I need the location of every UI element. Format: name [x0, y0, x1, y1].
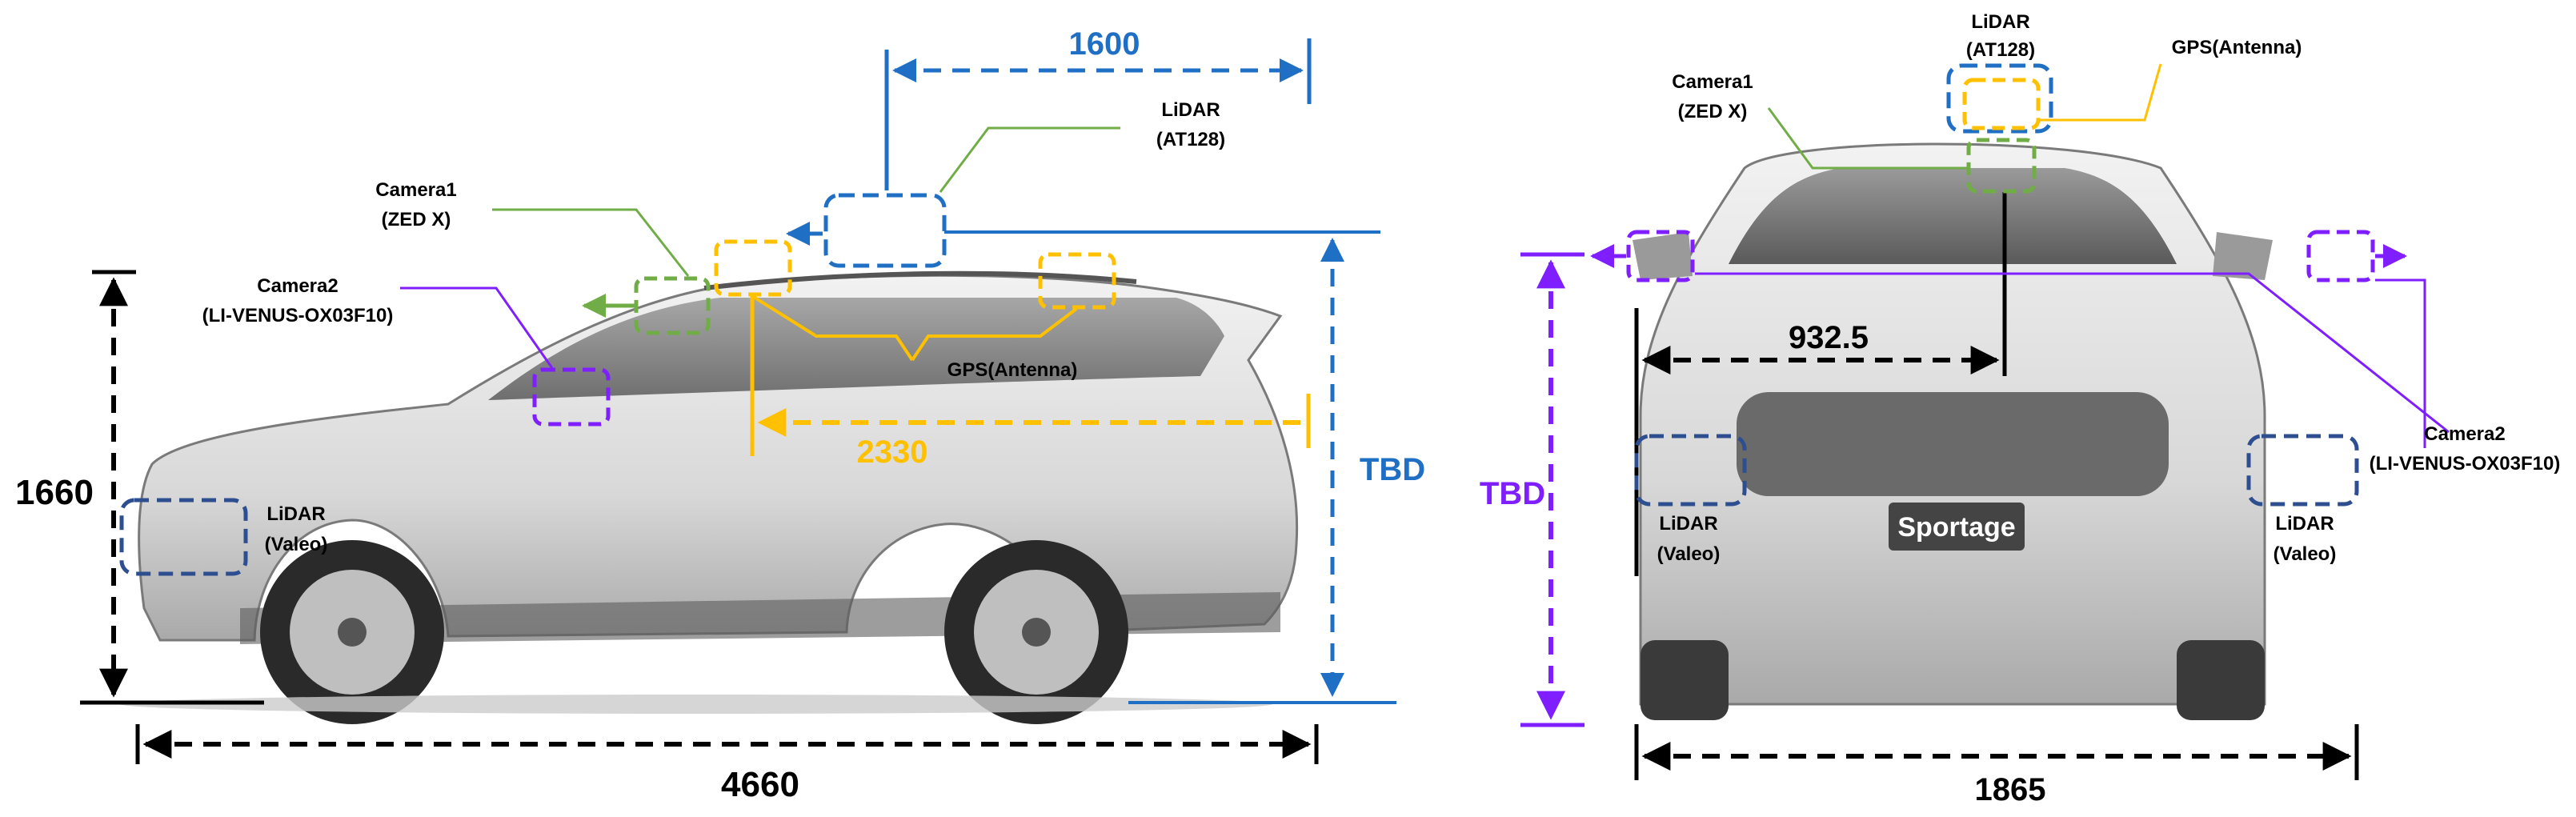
front-car-badge-text: Sportage: [1897, 512, 2015, 543]
side-car-front-wheel: [260, 540, 444, 724]
front-car-left-mirror: [1633, 232, 1693, 280]
front-camera1-label-2: (ZED X): [1678, 101, 1748, 122]
front-gps-label: GPS(Antenna): [2172, 37, 2302, 58]
side-camera2-label-2: (LI-VENUS-OX03F10): [202, 305, 394, 326]
front-car-badge-plate: [1889, 503, 2025, 551]
front-view-car: Sportage: [1633, 142, 2273, 720]
front-lidar-side-sensors: LiDAR (Valeo) LiDAR (Valeo): [1634, 434, 2359, 565]
front-lidar-right-label-2: (Valeo): [2274, 543, 2337, 565]
front-car-grille: [1737, 392, 2169, 496]
side-lidar-1600-value: 1600: [1069, 26, 1140, 62]
front-camera2-label-1: Camera2: [2424, 423, 2505, 445]
side-lidar-top-label-1: LiDAR: [1161, 99, 1220, 121]
front-offset-value: 932.5: [1789, 320, 1869, 355]
side-height-dimension: 1660: [15, 270, 264, 705]
side-camera1-label-2: (ZED X): [382, 209, 451, 230]
front-lidar-top-label-2: (AT128): [1966, 39, 2035, 61]
side-car-roofrail: [703, 270, 1137, 290]
front-car-left-tire: [1641, 640, 1729, 720]
side-car-shadow: [120, 695, 1272, 714]
side-view-car: [120, 270, 1299, 724]
side-length-value: 4660: [721, 765, 799, 804]
side-gps-sensors: GPS(Antenna) 2330: [714, 239, 1311, 470]
front-lidar-left-label-2: (Valeo): [1657, 543, 1721, 565]
front-tbd-dimension: TBD: [1480, 252, 1584, 727]
side-gps-label: GPS(Antenna): [947, 359, 1078, 381]
side-camera1-label-1: Camera1: [375, 179, 456, 201]
side-lidar-front-sensor: LiDAR (Valeo): [119, 498, 328, 576]
front-top-sensors: LiDAR (AT128) GPS(Antenna) Camera1 (ZED …: [1672, 11, 2302, 194]
side-car-rear-wheel: [944, 540, 1128, 724]
front-lidar-left-label-1: LiDAR: [1659, 513, 1717, 535]
front-lidar-top-label-1: LiDAR: [1971, 11, 2029, 33]
side-camera2-sensor: Camera2 (LI-VENUS-OX03F10): [202, 275, 611, 427]
side-lidar-front-label-2: (Valeo): [265, 534, 328, 555]
side-length-dimension: 4660: [135, 724, 1319, 804]
side-lidar-front-label-1: LiDAR: [266, 503, 325, 525]
side-car-windows: [488, 298, 1224, 400]
front-tbd-value: TBD: [1480, 476, 1545, 511]
front-width-dimension: 1865: [1634, 724, 2359, 807]
side-camera1-sensor: Camera1 (ZED X): [375, 179, 711, 335]
side-gps-2330-value: 2330: [857, 435, 928, 470]
front-camera1-label-1: Camera1: [1672, 71, 1753, 93]
front-width-value: 1865: [1975, 772, 2046, 807]
side-lidar-1600-dimension: 1600: [884, 26, 1312, 190]
side-camera2-label-1: Camera2: [257, 275, 338, 297]
front-lidar-right-label-1: LiDAR: [2275, 513, 2334, 535]
front-car-right-tire: [2177, 640, 2265, 720]
side-lidar-top-sensor: LiDAR (AT128): [786, 99, 1225, 268]
front-camera2-label-2: (LI-VENUS-OX03F10): [2370, 453, 2561, 475]
side-lidar-top-label-2: (AT128): [1156, 129, 1225, 150]
front-camera2-sensors: Camera2 (LI-VENUS-OX03F10): [1590, 230, 2561, 475]
front-car-windshield: [1729, 168, 2177, 264]
front-car-right-mirror: [2213, 232, 2273, 280]
side-height-value: 1660: [15, 473, 94, 512]
side-tbd-value: TBD: [1360, 452, 1425, 487]
side-tbd-dimension: TBD: [944, 230, 1425, 704]
